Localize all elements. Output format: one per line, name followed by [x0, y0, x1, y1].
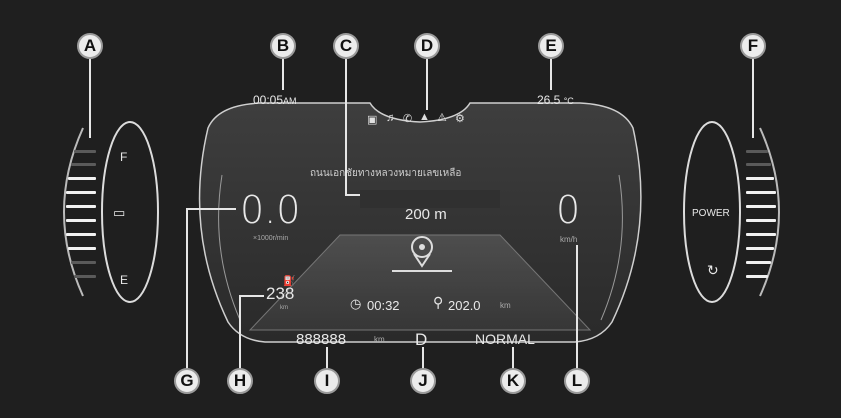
temperature-value: 26.5	[537, 93, 561, 107]
speed-value: 0	[556, 188, 581, 232]
fuel-pump-icon: ⛽	[283, 276, 296, 287]
music-icon: ♫	[386, 112, 395, 124]
tachometer-unit: ×1000r/min	[253, 235, 289, 242]
regen-icon: ↻	[707, 262, 719, 278]
destination-icon: ⚲	[433, 294, 444, 310]
temperature-unit: °C	[563, 96, 574, 106]
car-icon: ▣	[367, 114, 378, 126]
callout-f: F	[740, 33, 766, 59]
fuel-full-label: F	[120, 150, 128, 164]
odometer-value: 888888	[296, 331, 347, 348]
trip-distance: 202.0	[448, 298, 481, 313]
navigation-icon: ▲	[419, 111, 430, 123]
gear-indicator: D	[415, 330, 428, 349]
range-value: 238	[266, 284, 295, 303]
settings-icon: ⚙	[455, 113, 465, 125]
trip-distance-unit: km	[500, 301, 511, 310]
drive-mode: NORMAL	[475, 331, 535, 347]
speed-unit: km/h	[560, 235, 578, 244]
callout-b: B	[270, 33, 296, 59]
callout-c: C	[333, 33, 359, 59]
battery-icon: ▭	[113, 205, 126, 220]
callout-a: A	[77, 33, 103, 59]
callout-d: D	[414, 33, 440, 59]
clock-time: 00:05	[253, 93, 284, 107]
callout-e: E	[538, 33, 564, 59]
callout-l: L	[564, 368, 590, 394]
fuel-empty-label: E	[120, 273, 129, 287]
tachometer-value: 0.0	[240, 188, 301, 232]
phone-icon: ✆	[403, 113, 413, 125]
power-label: POWER	[692, 208, 730, 219]
warning-icon: ⚠	[437, 112, 447, 124]
clock-ampm: AM	[283, 96, 297, 106]
road-name: ถนนเอกชัยทางหลวงหมายเลขเหลือ	[310, 168, 462, 179]
callout-h: H	[227, 368, 253, 394]
callout-k: K	[500, 368, 526, 394]
location-pin-icon	[411, 236, 433, 258]
range-unit: km	[280, 305, 288, 311]
trip-time: 00:32	[367, 298, 400, 313]
callout-g: G	[174, 368, 200, 394]
callout-j: J	[410, 368, 436, 394]
clock: 00:05AM	[253, 93, 297, 107]
clock-icon: ◷	[350, 296, 362, 311]
temperature: 26.5 °C	[537, 93, 574, 107]
turn-distance: 200 m	[405, 206, 447, 223]
odometer-unit: km	[374, 335, 385, 344]
callout-i: I	[314, 368, 340, 394]
